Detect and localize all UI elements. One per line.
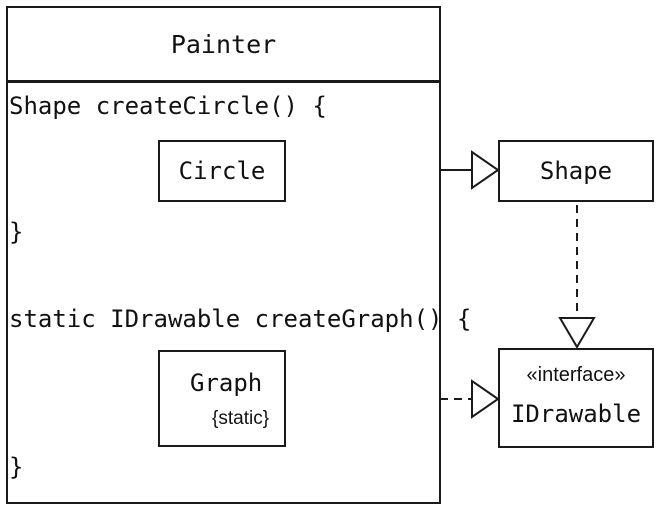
code-line-create-circle: Shape createCircle() { — [9, 92, 327, 120]
circle-class-box: Circle — [158, 140, 286, 202]
code-close-brace-2: } — [9, 453, 24, 481]
painter-title: Painter — [170, 29, 277, 59]
graph-to-idrawable-arrowhead — [471, 379, 500, 419]
idrawable-interface-box: «interface» IDrawable — [498, 348, 654, 448]
code-close-brace-1: } — [9, 218, 24, 246]
circle-to-shape-arrowhead — [471, 150, 500, 190]
graph-class-box: Graph {static} — [158, 350, 286, 447]
shape-class-box: Shape — [498, 140, 654, 202]
shape-to-idrawable-arrowhead — [558, 317, 596, 349]
graph-label: Graph — [190, 369, 263, 397]
idrawable-label: IDrawable — [510, 400, 642, 428]
shape-label: Shape — [539, 157, 613, 185]
painter-title-compartment: Painter — [8, 8, 439, 83]
graph-static-modifier: {static} — [212, 408, 270, 429]
circle-label: Circle — [178, 157, 266, 185]
code-line-create-graph: static IDrawable createGraph() { — [9, 305, 472, 333]
interface-stereotype: «interface» — [526, 364, 626, 386]
